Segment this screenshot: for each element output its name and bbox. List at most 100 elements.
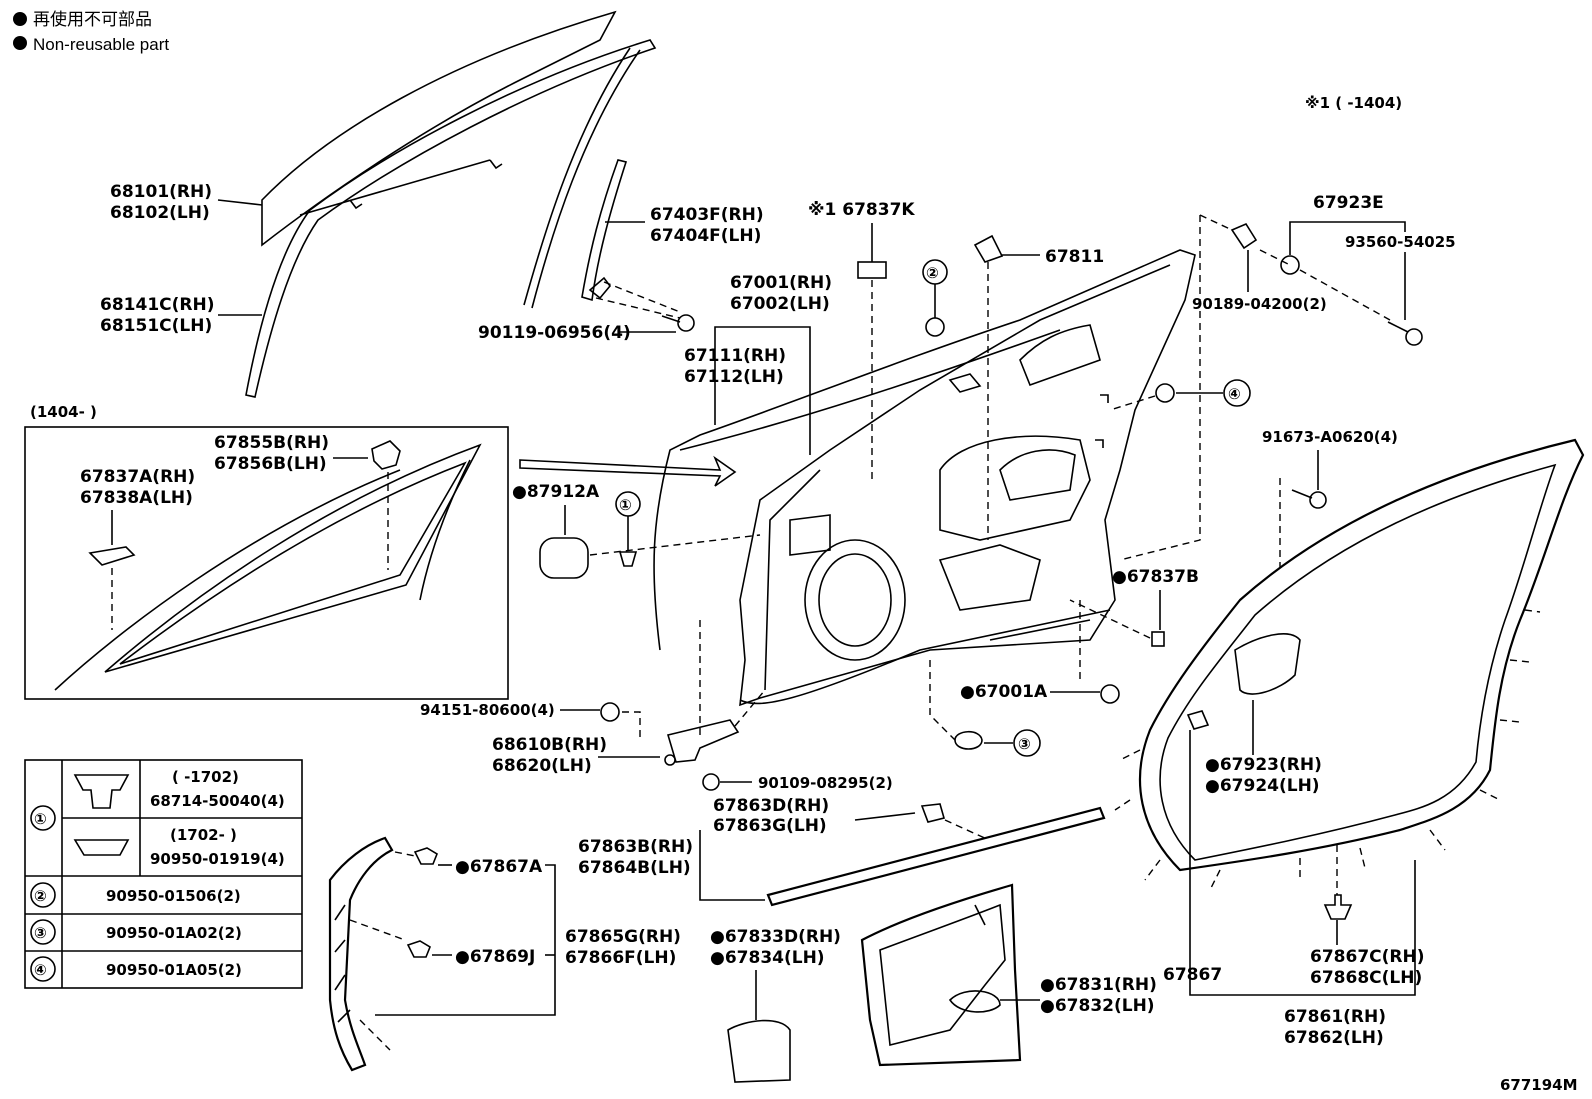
bracket-line (1189, 730, 1416, 996)
label-67837b: ●67837B (1112, 567, 1199, 587)
leader-line (854, 812, 916, 821)
dashed-leader (929, 660, 956, 741)
clip-67863d-icon (920, 803, 945, 823)
label-67111: 67111(RH) (684, 346, 786, 366)
service-hole-cover-drawing (860, 883, 1022, 1067)
clip-90189-icon (1230, 222, 1258, 250)
label-67833d: ●67833D(RH) (710, 927, 841, 947)
label-67112: 67112(LH) (684, 367, 784, 387)
clip-67867a-icon (413, 847, 438, 865)
non-reusable-bullet-icon (13, 12, 27, 26)
dashed-leader (595, 281, 681, 319)
bracket-line (375, 864, 556, 1016)
legend: 再使用不可部品 Non-reusable part (13, 9, 169, 54)
callout-3: ③ (1018, 735, 1031, 753)
label-67867: 67867 (1163, 965, 1222, 985)
bolt-90119-icon (661, 314, 695, 332)
row3-part: 90950-01A02(2) (106, 924, 242, 942)
label-67001a: ●67001A (960, 682, 1048, 702)
callout-4: ④ (1228, 385, 1241, 403)
dashed-leader (1109, 395, 1156, 411)
dashed-leader (589, 534, 761, 556)
clip-68714-icon (73, 774, 130, 809)
dashed-leader (1119, 215, 1201, 561)
dashed-leader (622, 711, 641, 740)
bolt-94151-icon (600, 702, 620, 722)
bolt-93560-icon (1387, 321, 1423, 346)
label-68620: 68620(LH) (492, 756, 592, 776)
callout-4-circle (1223, 379, 1251, 407)
label-67811: 67811 (1045, 247, 1104, 267)
range-note: ※1 ( -1404) (1305, 94, 1402, 112)
label-87912a: ●87912A (512, 482, 600, 502)
label-67866f: 67866F(LH) (565, 948, 676, 968)
label-67862: 67862(LH) (1284, 1028, 1384, 1048)
table-callout-2: ② (34, 887, 47, 905)
label-67867c: 67867C(RH) (1310, 947, 1424, 967)
label-67856b: 67856B(LH) (214, 454, 327, 474)
label-67864b: 67864B(LH) (578, 858, 691, 878)
division-bar-drawing (581, 159, 628, 302)
bracket-line (714, 326, 811, 455)
label-68101: 68101(RH) (110, 182, 212, 202)
dashed-leader (1069, 599, 1151, 639)
weatherstrip-drawing (1114, 438, 1585, 891)
callout-1: ① (619, 496, 632, 514)
label-67861: 67861(RH) (1284, 1007, 1386, 1027)
label-91673: 91673-A0620(4) (1262, 428, 1398, 446)
legend-jp: 再使用不可部品 (33, 9, 152, 29)
label-67837a: 67837A(RH) (80, 467, 195, 487)
diagram-code: 677194M (1500, 1076, 1578, 1094)
table-callout-4-circle (30, 956, 56, 982)
label-67834: ●67834(LH) (710, 948, 825, 968)
door-edge-panel-drawing (328, 836, 394, 1072)
inset-box (24, 426, 509, 700)
label-90189: 90189-04200(2) (1192, 295, 1327, 313)
cover-87912a-icon (539, 537, 589, 579)
label-90109: 90109-08295(2) (758, 774, 893, 792)
row1-range-a: ( -1702) (172, 768, 239, 786)
label-67867a: ●67867A (455, 857, 543, 877)
inset-range: (1404- ) (30, 403, 97, 421)
view-direction-arrow (519, 455, 737, 487)
table-callout-3: ③ (34, 924, 47, 942)
table-callout-1-circle (30, 805, 56, 831)
clip-67867c-icon (1323, 894, 1353, 945)
label-67838a: 67838A(LH) (80, 488, 193, 508)
label-67865g: 67865G(RH) (565, 927, 681, 947)
clip-67837b-icon (1151, 631, 1165, 647)
label-90119: 90119-06956(4) (478, 323, 631, 343)
clip-67837a-icon (88, 546, 136, 566)
label-68151c: 68151C(LH) (100, 316, 212, 336)
clip-67855b-icon (371, 440, 401, 470)
table-callout-3-circle (30, 919, 56, 945)
clip-67867-icon (1186, 710, 1210, 730)
inset-glass-drawing (54, 443, 482, 691)
clip-90950-01919-icon (73, 839, 130, 856)
belt-moulding-drawing (766, 806, 1106, 907)
label-67404f: 67404F(LH) (650, 226, 761, 246)
table-callout-4: ④ (34, 961, 47, 979)
dashed-leader (699, 620, 766, 735)
bolt-90109-icon (702, 773, 720, 791)
label-67924: ●67924(LH) (1205, 776, 1320, 796)
label-68102: 68102(LH) (110, 203, 210, 223)
callout-2: ② (926, 264, 939, 282)
label-67002: 67002(LH) (730, 294, 830, 314)
bolt-91673-icon (1291, 489, 1327, 509)
clip-67869j-icon (406, 940, 431, 958)
label-67923e: 67923E (1313, 193, 1384, 213)
row2-part: 90950-01506(2) (106, 887, 241, 905)
label-67869j: ●67869J (455, 947, 535, 967)
row1-part-a: 68714-50040(4) (150, 792, 285, 810)
front-door-panel-drawing (653, 249, 1196, 707)
grommet-3-icon (954, 730, 983, 750)
grommet-2-icon (925, 317, 945, 337)
label-67863g: 67863G(LH) (713, 816, 827, 836)
label-67923: ●67923(RH) (1205, 755, 1322, 775)
row1-part-b: 90950-01919(4) (150, 850, 285, 868)
plug-67001a-icon (1100, 684, 1120, 704)
label-67001: 67001(RH) (730, 273, 832, 293)
